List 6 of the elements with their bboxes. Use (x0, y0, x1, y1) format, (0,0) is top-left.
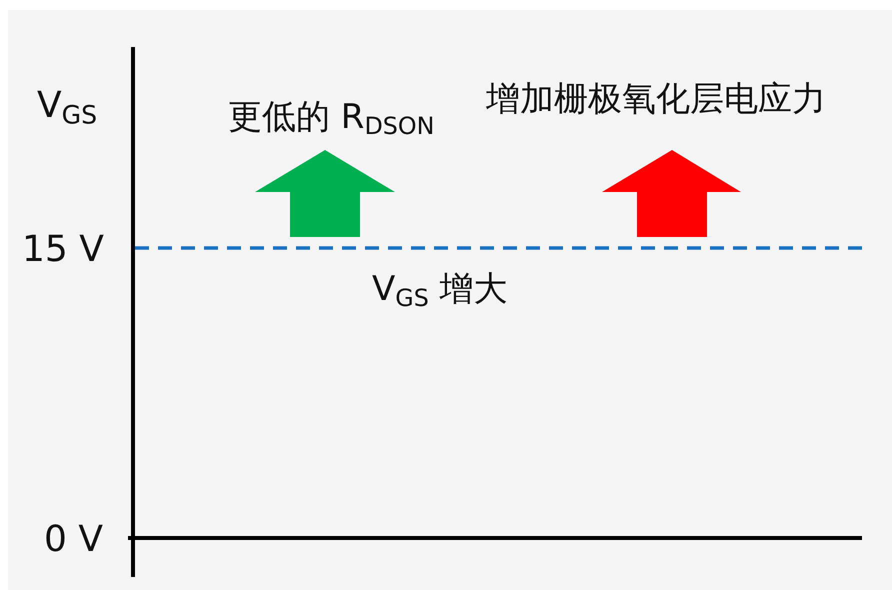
annotation-text: V$_{GS}$ (37, 88, 98, 128)
annotation-text: V$_{GS}$ 增大 (372, 272, 508, 311)
axis-tick-label: 15 V (22, 232, 104, 268)
axis-tick-label: 0 V (44, 522, 103, 558)
annotation-text: 增加栅极氧化层电应力 (486, 82, 826, 116)
annotation-text: 更低的 R$_{DSON}$ (228, 100, 434, 139)
